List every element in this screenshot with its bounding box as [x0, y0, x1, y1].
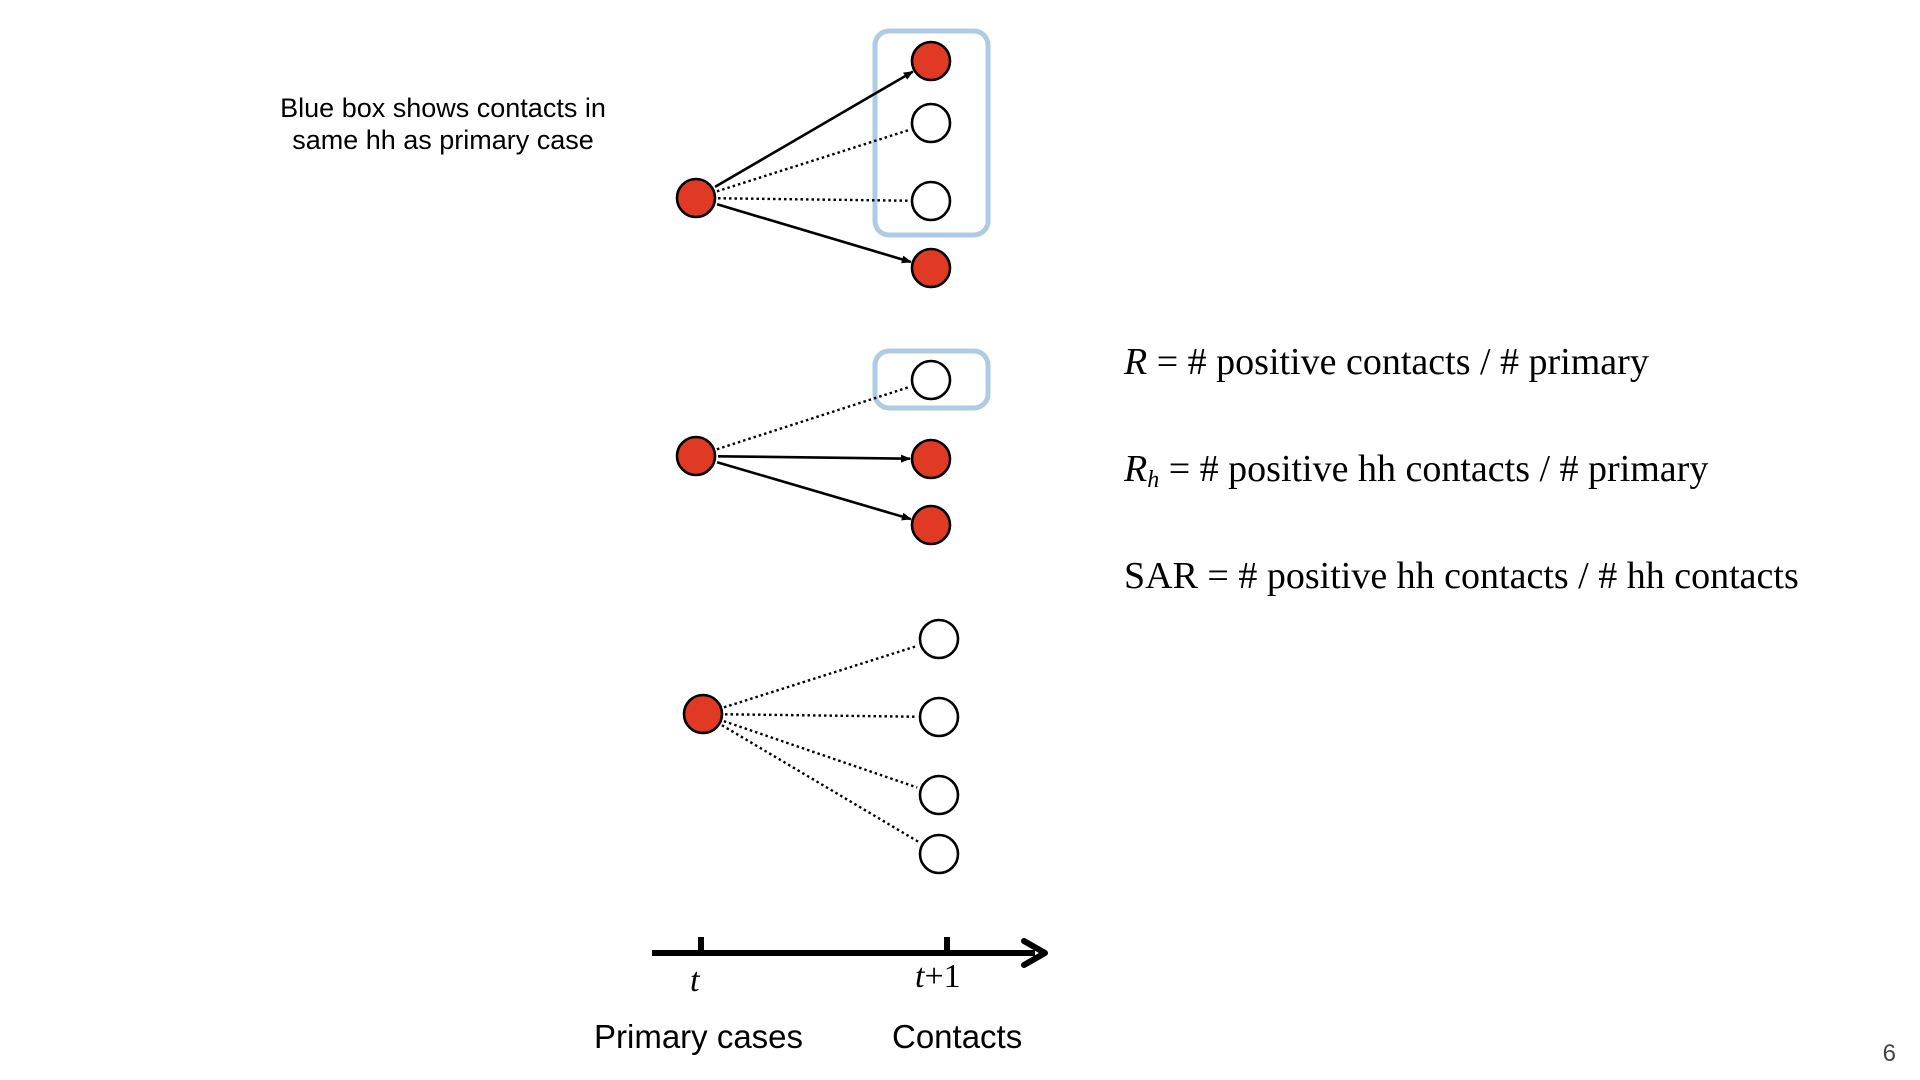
contact-node-negative [918, 618, 960, 660]
contact-node-positive [910, 40, 952, 82]
primary-case-node [675, 435, 717, 477]
transmission-arrow [714, 70, 914, 189]
contact-link-dotted [723, 720, 918, 789]
primary-case-node [675, 177, 717, 219]
primary-case-node [682, 693, 724, 735]
contact-link-dotted [717, 197, 909, 202]
household-box [872, 348, 991, 411]
formula-rh: Rh = # positive hh contacts / # primary [1124, 448, 1709, 493]
contact-node-positive [910, 247, 952, 289]
transmission-arrow [716, 460, 912, 521]
tick-label-t: t [690, 962, 700, 999]
primary-cases-label: Primary cases [594, 1018, 804, 1055]
contact-link-dotted [716, 128, 910, 193]
page-number: 6 [1882, 1040, 1896, 1067]
contacts-label: Contacts [892, 1018, 1023, 1055]
tick-label-t-plus-1: t+1 [915, 958, 961, 995]
contact-link-dotted [716, 385, 910, 451]
contact-node-negative [918, 696, 960, 738]
transmission-arrow [717, 454, 912, 463]
contact-node-negative [918, 833, 960, 875]
contact-node-positive [910, 438, 952, 480]
contact-link-dotted [721, 724, 920, 844]
transmission-arrow [716, 203, 912, 264]
formula-r: R = # positive contacts / # primary [1124, 341, 1649, 383]
contact-node-negative [918, 774, 960, 816]
contact-link-dotted [723, 644, 918, 709]
household-box-annotation: Blue box shows contacts in same hh as pr… [240, 92, 646, 156]
contact-node-negative [910, 180, 952, 222]
household-box [872, 28, 991, 238]
contact-node-negative [910, 102, 952, 144]
annotation-line-2: same hh as primary case [292, 125, 594, 155]
annotation-line-1: Blue box shows contacts in [280, 93, 606, 123]
contact-link-dotted [724, 713, 917, 718]
time-axis-arrowhead [1021, 938, 1048, 968]
contact-node-negative [910, 359, 952, 401]
formula-sar: SAR = # positive hh contacts / # hh cont… [1124, 555, 1799, 597]
contact-node-positive [910, 504, 952, 546]
